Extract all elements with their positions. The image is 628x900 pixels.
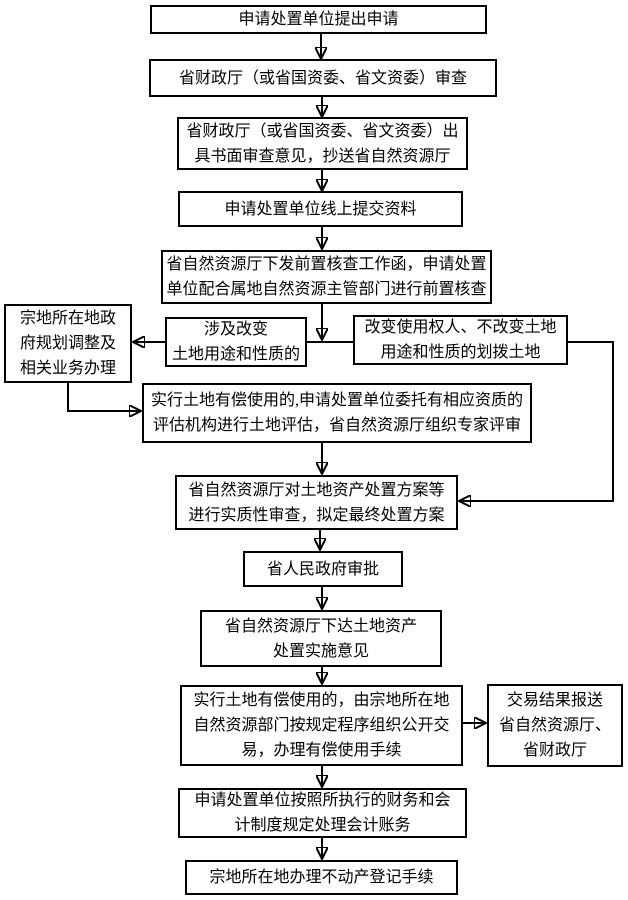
flow-node-substantive-review: 省自然资源厅对土地资产处置方案等 进行实质性审查，拟定最终处置方案 <box>175 475 458 530</box>
flow-node-submit-application: 申请处置单位提出申请 <box>150 5 487 34</box>
flow-node-public-trade: 实行土地有偿使用的，由宗地所在地 自然资源部门按规定程序组织公开交 易，办理有偿… <box>180 685 463 766</box>
flow-node-written-opinion: 省财政厅（或省国资委、省文资委）出 具书面审查意见，抄送省自然资源厅 <box>177 117 468 170</box>
flow-node-online-submit: 申请处置单位线上提交资料 <box>178 191 463 227</box>
flow-node-gov-approval: 省人民政府审批 <box>243 551 403 587</box>
flow-node-precheck: 省自然资源厅下发前置核查工作函，申请处置 单位配合属地自然资源主管部门进行前置核… <box>161 250 492 304</box>
flow-node-paid-use-eval: 实行土地有偿使用的,申请处置单位委托有相应资质的 评估机构进行土地评估，省自然资… <box>142 383 532 443</box>
flow-node-change-owner: 改变使用权人、不改变土地 用途和性质的划拨土地 <box>353 315 568 365</box>
flow-node-accounting: 申请处置单位按照所执行的财务和会 计制度规定处理会计账务 <box>178 788 467 838</box>
flow-node-trade-result: 交易结果报送 省自然资源厅、 省财政厅 <box>487 684 623 767</box>
flow-node-local-planning: 宗地所在地政 府规划调整及 相关业务办理 <box>4 304 132 383</box>
flow-node-registration: 宗地所在地办理不动产登记手续 <box>185 860 458 895</box>
flow-node-finance-review: 省财政厅（或省国资委、省文资委）审查 <box>149 59 497 97</box>
flow-node-change-use: 涉及改变 土地用途和性质的 <box>165 317 307 367</box>
arrow-planning-to-eval <box>67 383 140 411</box>
flow-node-implementation-opinion: 省自然资源厅下达土地资产 处置实施意见 <box>200 610 442 667</box>
